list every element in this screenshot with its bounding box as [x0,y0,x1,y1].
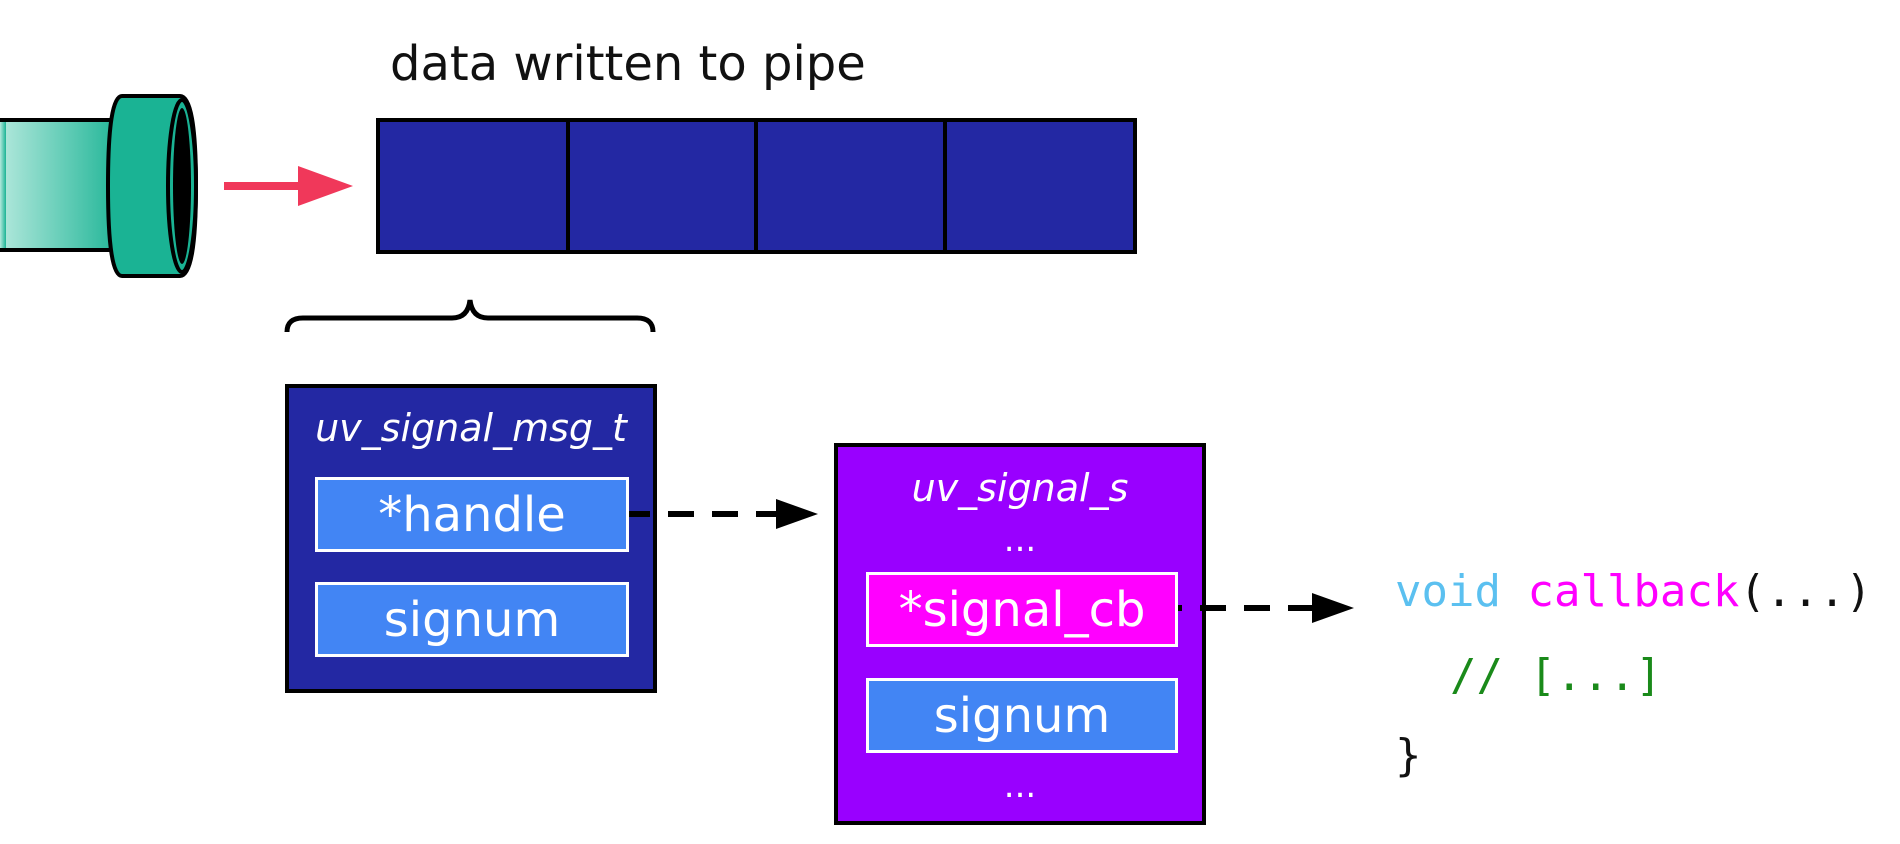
code-args: (...) [1739,566,1872,617]
signal-msg-title: uv_signal_msg_t [315,406,627,450]
code-closing-brace: } [1395,730,1422,781]
buffer-cell [376,118,570,254]
write-arrow [224,166,353,206]
buffer-cell [566,118,758,254]
pipe-title: data written to pipe [390,36,866,92]
buffer-cell [754,118,947,254]
struct-signum-field: signum [866,678,1178,753]
code-keyword: void [1395,566,1501,617]
buffer-cell [943,118,1137,254]
pipe-buffer [376,118,1137,254]
callback-pointer-arrow [1156,593,1354,623]
brace-icon [284,299,656,333]
pipe-icon [0,94,199,278]
signal-struct-title: uv_signal_s [911,466,1129,510]
signal-cb-field: *signal_cb [866,572,1178,647]
code-function-name: callback [1527,566,1740,617]
callback-signature: void callback(...) [1395,566,1872,617]
handle-field: *handle [315,477,629,552]
signum-field: signum [315,582,629,657]
handle-pointer-arrow [580,499,818,529]
struct-ellipsis-bottom: ... [1003,766,1037,806]
code-comment: // [...] [1450,650,1662,701]
struct-ellipsis-top: ... [1003,520,1037,560]
